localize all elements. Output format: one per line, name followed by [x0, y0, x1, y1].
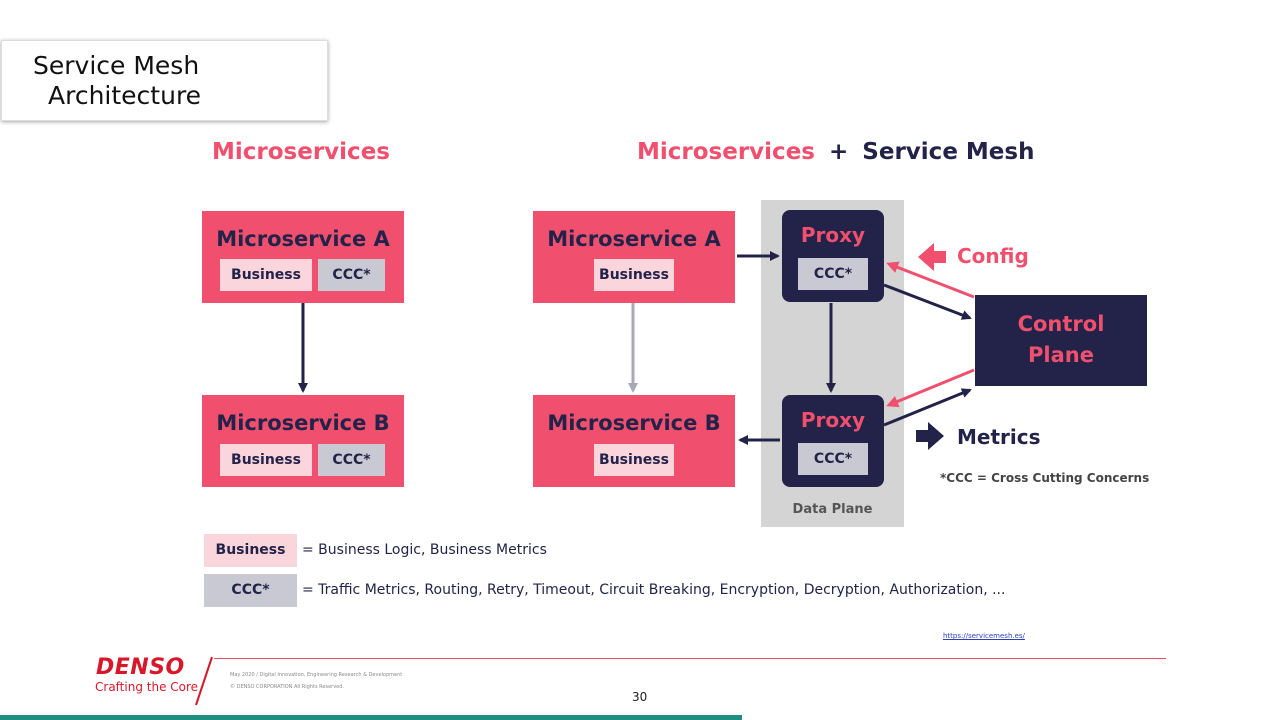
- proxy-bottom-ccc-chip: CCC*: [798, 443, 868, 475]
- right-microservice-b-name: Microservice B: [547, 411, 721, 435]
- right-a-business-chip: Business: [594, 259, 674, 291]
- source-link[interactable]: https://servicemesh.es/: [943, 632, 1025, 640]
- heading-right-part2: Service Mesh: [862, 139, 1035, 165]
- proxy-bottom-name: Proxy: [800, 408, 866, 432]
- heading-right-part1: Microservices: [637, 139, 815, 165]
- metrics-label: Metrics: [957, 425, 1041, 449]
- proxy-top-name: Proxy: [800, 223, 866, 247]
- config-label: Config: [957, 244, 1029, 268]
- left-a-business-chip: Business: [220, 259, 312, 291]
- config-arrow-icon: [918, 243, 946, 271]
- slide-title-line2: Architecture: [48, 81, 202, 110]
- footer-divider: [214, 658, 1166, 659]
- control-plane-line1: Control: [1017, 312, 1105, 336]
- left-microservice-a-name: Microservice A: [216, 227, 390, 251]
- slide-title-box: Service Mesh Architecture: [1, 40, 328, 121]
- slide-title-line1: Service Mesh: [33, 51, 200, 80]
- left-microservice-a: Microservice A Business CCC*: [202, 211, 404, 303]
- left-b-business-chip: Business: [220, 444, 312, 476]
- heading-microservices: Microservices: [212, 139, 390, 165]
- legend-business-chip: Business: [204, 534, 297, 567]
- legend-ccc-chip: CCC*: [204, 574, 297, 607]
- legend-business-text: = Business Logic, Business Metrics: [302, 542, 547, 558]
- arrow-proxy-bottom-to-cp: [883, 388, 972, 427]
- arrow-cp-to-proxy-top: [886, 261, 975, 299]
- proxy-top: Proxy CCC*: [782, 210, 884, 302]
- left-a-ccc-chip: CCC*: [318, 259, 385, 291]
- proxy-top-ccc-chip: CCC*: [798, 258, 868, 290]
- left-microservice-b-name: Microservice B: [216, 411, 390, 435]
- arrow-cp-to-proxy-bottom: [886, 368, 975, 408]
- data-plane-label: Data Plane: [792, 502, 873, 517]
- footer-slash: [195, 656, 213, 706]
- left-microservice-b: Microservice B Business CCC*: [202, 395, 404, 487]
- control-plane: Control Plane: [975, 295, 1147, 386]
- metrics-arrow-icon: [916, 422, 944, 450]
- footer-event-line: May 2020 / Digital Innovation, Engineeri…: [230, 672, 403, 678]
- control-plane-name: Control Plane: [975, 309, 1147, 371]
- page-number: 30: [632, 690, 648, 704]
- control-plane-line2: Plane: [1028, 343, 1094, 367]
- footer-copyright: © DENSO CORPORATION All Rights Reserved.: [230, 684, 344, 690]
- arrow-proxy-top-to-cp: [883, 283, 972, 320]
- ccc-footnote: *CCC = Cross Cutting Concerns: [940, 471, 1150, 485]
- proxy-bottom: Proxy CCC*: [782, 395, 884, 487]
- heading-plus: +: [829, 139, 849, 165]
- denso-logo: DENSO: [96, 655, 185, 680]
- left-b-ccc-chip: CCC*: [318, 444, 385, 476]
- heading-microservices-service-mesh: Microservices + Service Mesh: [637, 139, 1034, 165]
- slide-progress-bar: [0, 715, 742, 720]
- right-microservice-b: Microservice B Business: [533, 395, 735, 487]
- legend-ccc-text: = Traffic Metrics, Routing, Retry, Timeo…: [302, 582, 1006, 598]
- denso-tagline: Crafting the Core: [95, 680, 199, 694]
- right-microservice-a-name: Microservice A: [547, 227, 721, 251]
- right-microservice-a: Microservice A Business: [533, 211, 735, 303]
- right-b-business-chip: Business: [594, 444, 674, 476]
